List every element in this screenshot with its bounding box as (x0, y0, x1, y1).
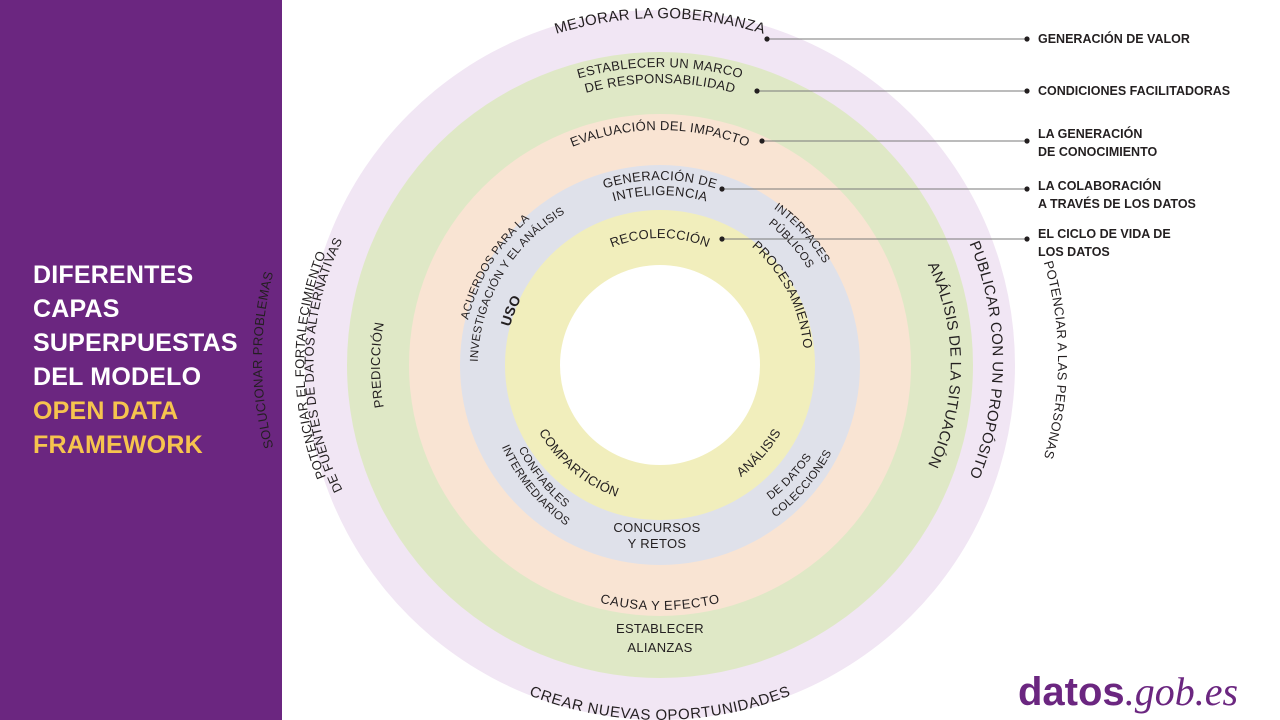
legend-lifecycle: EL CICLO DE VIDA DE LOS DATOS (1038, 225, 1171, 261)
legend-collaboration: LA COLABORACIÓN A TRAVÉS DE LOS DATOS (1038, 177, 1196, 213)
knowledge-bottom-label: CAUSA Y EFECTO (599, 591, 721, 613)
legend-collaboration-line-1: LA COLABORACIÓN (1038, 179, 1162, 193)
title-line-3: SUPERPUESTAS (33, 329, 238, 357)
value-right-label: POTENCIAR A LAS PERSONAS (1041, 259, 1070, 461)
collab-bottom-label-2: Y RETOS (628, 536, 687, 551)
title-accent-line-2: FRAMEWORK (33, 431, 203, 459)
legend-enabling-line-1: CONDICIONES FACILITADORAS (1038, 84, 1231, 98)
title-accent-line-1: OPEN DATA (33, 397, 179, 425)
connector-dot (1024, 236, 1030, 242)
connector-dot (1024, 138, 1030, 144)
legend-value-line-1: GENERACIÓN DE VALOR (1038, 32, 1190, 46)
title-line-2: CAPAS (33, 295, 120, 323)
legend-knowledge: LA GENERACIÓN DE CONOCIMIENTO (1038, 125, 1157, 161)
logo-part-1: datos (1018, 670, 1125, 714)
sidebar-title: DIFERENTES CAPAS SUPERPUESTAS DEL MODELO… (33, 258, 238, 462)
connector-dot (1024, 36, 1030, 42)
legend-collaboration-line-2: A TRAVÉS DE LOS DATOS (1038, 197, 1196, 211)
datos-gob-es-logo: datos.gob.es (1018, 668, 1238, 715)
title-line-4: DEL MODELO (33, 363, 202, 391)
value-left-label: SOLUCIONAR PROBLEMAS (250, 270, 276, 451)
legend-knowledge-line-2: DE CONOCIMIENTO (1038, 145, 1158, 159)
logo-part-2: .gob.es (1124, 669, 1239, 714)
connector-dot (719, 236, 725, 242)
connector-dot (1024, 186, 1030, 192)
knowledge-left-label: PREDICCIÓN (368, 321, 387, 409)
connector-dot (764, 36, 770, 42)
connector-dot (719, 186, 725, 192)
legend-knowledge-line-1: LA GENERACIÓN (1038, 127, 1143, 141)
connector-dot (1024, 88, 1030, 94)
connector-lines (722, 38, 1027, 240)
collab-top-label-2: INTELIGENCIA (610, 183, 709, 204)
legend-enabling: CONDICIONES FACILITADORAS (1038, 82, 1230, 100)
connector-dot (759, 138, 765, 144)
connector-dots (719, 36, 1030, 242)
legend-lifecycle-line-2: LOS DATOS (1038, 245, 1110, 259)
sidebar-panel: DIFERENTES CAPAS SUPERPUESTAS DEL MODELO… (0, 0, 282, 720)
enabling-bottom-label-1: ESTABLECER (616, 621, 704, 636)
title-line-1: DIFERENTES (33, 261, 194, 289)
enabling-bottom-label-2: ALIANZAS (627, 640, 692, 655)
connector-dot (754, 88, 760, 94)
ring-center (560, 265, 760, 465)
legend-lifecycle-line-1: EL CICLO DE VIDA DE (1038, 227, 1171, 241)
collab-bottom-label-1: CONCURSOS (613, 520, 700, 535)
legend-value: GENERACIÓN DE VALOR (1038, 30, 1190, 48)
